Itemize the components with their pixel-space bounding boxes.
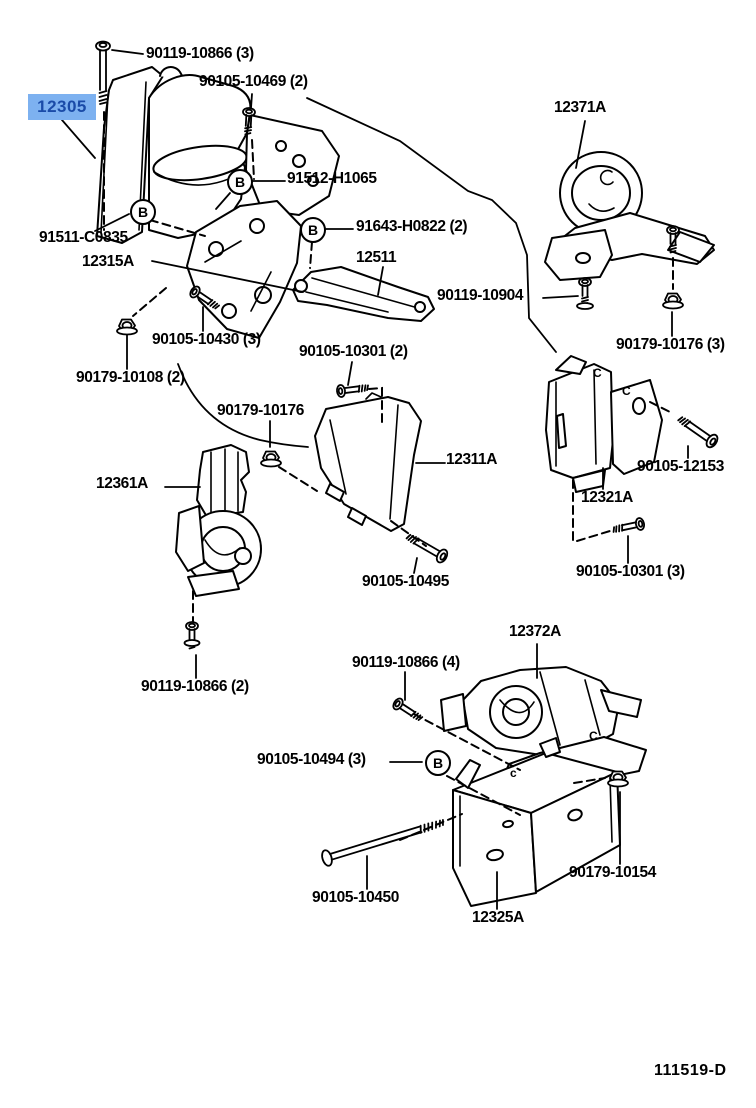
label-90179-10108-2: 90179-10108 (2)	[76, 369, 185, 386]
bolt-90105-12153	[674, 411, 721, 451]
part-drawing-12325A-bracket	[453, 738, 620, 906]
part-drawing-12305-insulator	[97, 67, 339, 243]
callout-marker-B-91643: B	[300, 217, 326, 243]
label-12371A: 12371A	[554, 99, 606, 116]
bolt-90105-10495	[403, 529, 451, 566]
assembly-dashed-lines	[104, 112, 673, 840]
position-marker-C-12321A-2: C	[622, 384, 631, 398]
label-12361A: 12361A	[96, 475, 148, 492]
part-drawing-12371A-mount	[545, 152, 714, 280]
part-drawing-12315A-bracket	[187, 201, 301, 338]
label-90105-10495: 90105-10495	[362, 573, 449, 590]
bolt-90105-10301-3	[610, 516, 647, 537]
callout-marker-B-90105-10494: B	[425, 750, 451, 776]
fasteners	[95, 40, 721, 868]
bolt-90119-10866-4	[390, 695, 426, 725]
label-90105-10494-3: 90105-10494 (3)	[257, 751, 366, 768]
label-90179-10176-3: 90179-10176 (3)	[616, 336, 725, 353]
label-90119-10866-2: 90119-10866 (2)	[141, 678, 249, 695]
label-90119-10904: 90119-10904	[437, 287, 524, 304]
position-marker-C-12372A: C	[589, 729, 598, 743]
label-91643-H0822-2: 91643-H0822 (2)	[356, 218, 468, 235]
nut-90179-10176-3	[662, 292, 684, 310]
label-90105-10301-2: 90105-10301 (2)	[299, 343, 408, 360]
label-12511: 12511	[356, 249, 397, 266]
label-90105-12153: 90105-12153	[637, 458, 724, 475]
label-90105-10430-3: 90105-10430 (3)	[152, 331, 261, 348]
drawing-code: 111519-D	[654, 1062, 727, 1079]
nut-90179-10108	[116, 318, 138, 336]
label-90119-10866-4: 90119-10866 (4)	[352, 654, 460, 671]
callout-marker-B-91511: B	[130, 199, 156, 225]
label-90119-10866-3: 90119-10866 (3)	[146, 45, 254, 62]
leader-lines	[62, 50, 688, 909]
position-marker-c-12372A: c	[510, 766, 517, 780]
label-90179-10154: 90179-10154	[569, 864, 656, 881]
label-90105-10450: 90105-10450	[312, 889, 399, 906]
label-90105-10469-2: 90105-10469 (2)	[199, 73, 308, 90]
label-12321A: 12321A	[581, 489, 633, 506]
callout-marker-B-91512: B	[227, 169, 253, 195]
nut-90179-10176	[260, 450, 282, 468]
part-drawing-12321A-bracket	[546, 356, 662, 492]
bolt-90105-10450	[319, 813, 447, 868]
bolt-90105-10301-2	[335, 380, 370, 399]
label-91512-H1065: 91512-H1065	[287, 170, 377, 187]
part-drawing-12511-arm	[293, 267, 434, 321]
position-marker-C-12321A-1: C	[593, 366, 602, 380]
part-drawing-12311A-bracket	[315, 393, 421, 531]
highlighted-part-label-12305: 12305	[28, 94, 96, 120]
bolt-90119-10904	[578, 277, 592, 306]
label-90105-10301-3: 90105-10301 (3)	[576, 563, 685, 580]
label-12311A: 12311A	[446, 451, 498, 468]
label-12315A: 12315A	[82, 253, 134, 270]
label-91511-C0835: 91511-C0835	[39, 229, 128, 246]
part-drawing-12361A-mount	[176, 445, 261, 596]
label-90179-10176: 90179-10176	[217, 402, 304, 419]
label-12372A: 12372A	[509, 623, 561, 640]
label-12325A: 12325A	[472, 909, 524, 926]
